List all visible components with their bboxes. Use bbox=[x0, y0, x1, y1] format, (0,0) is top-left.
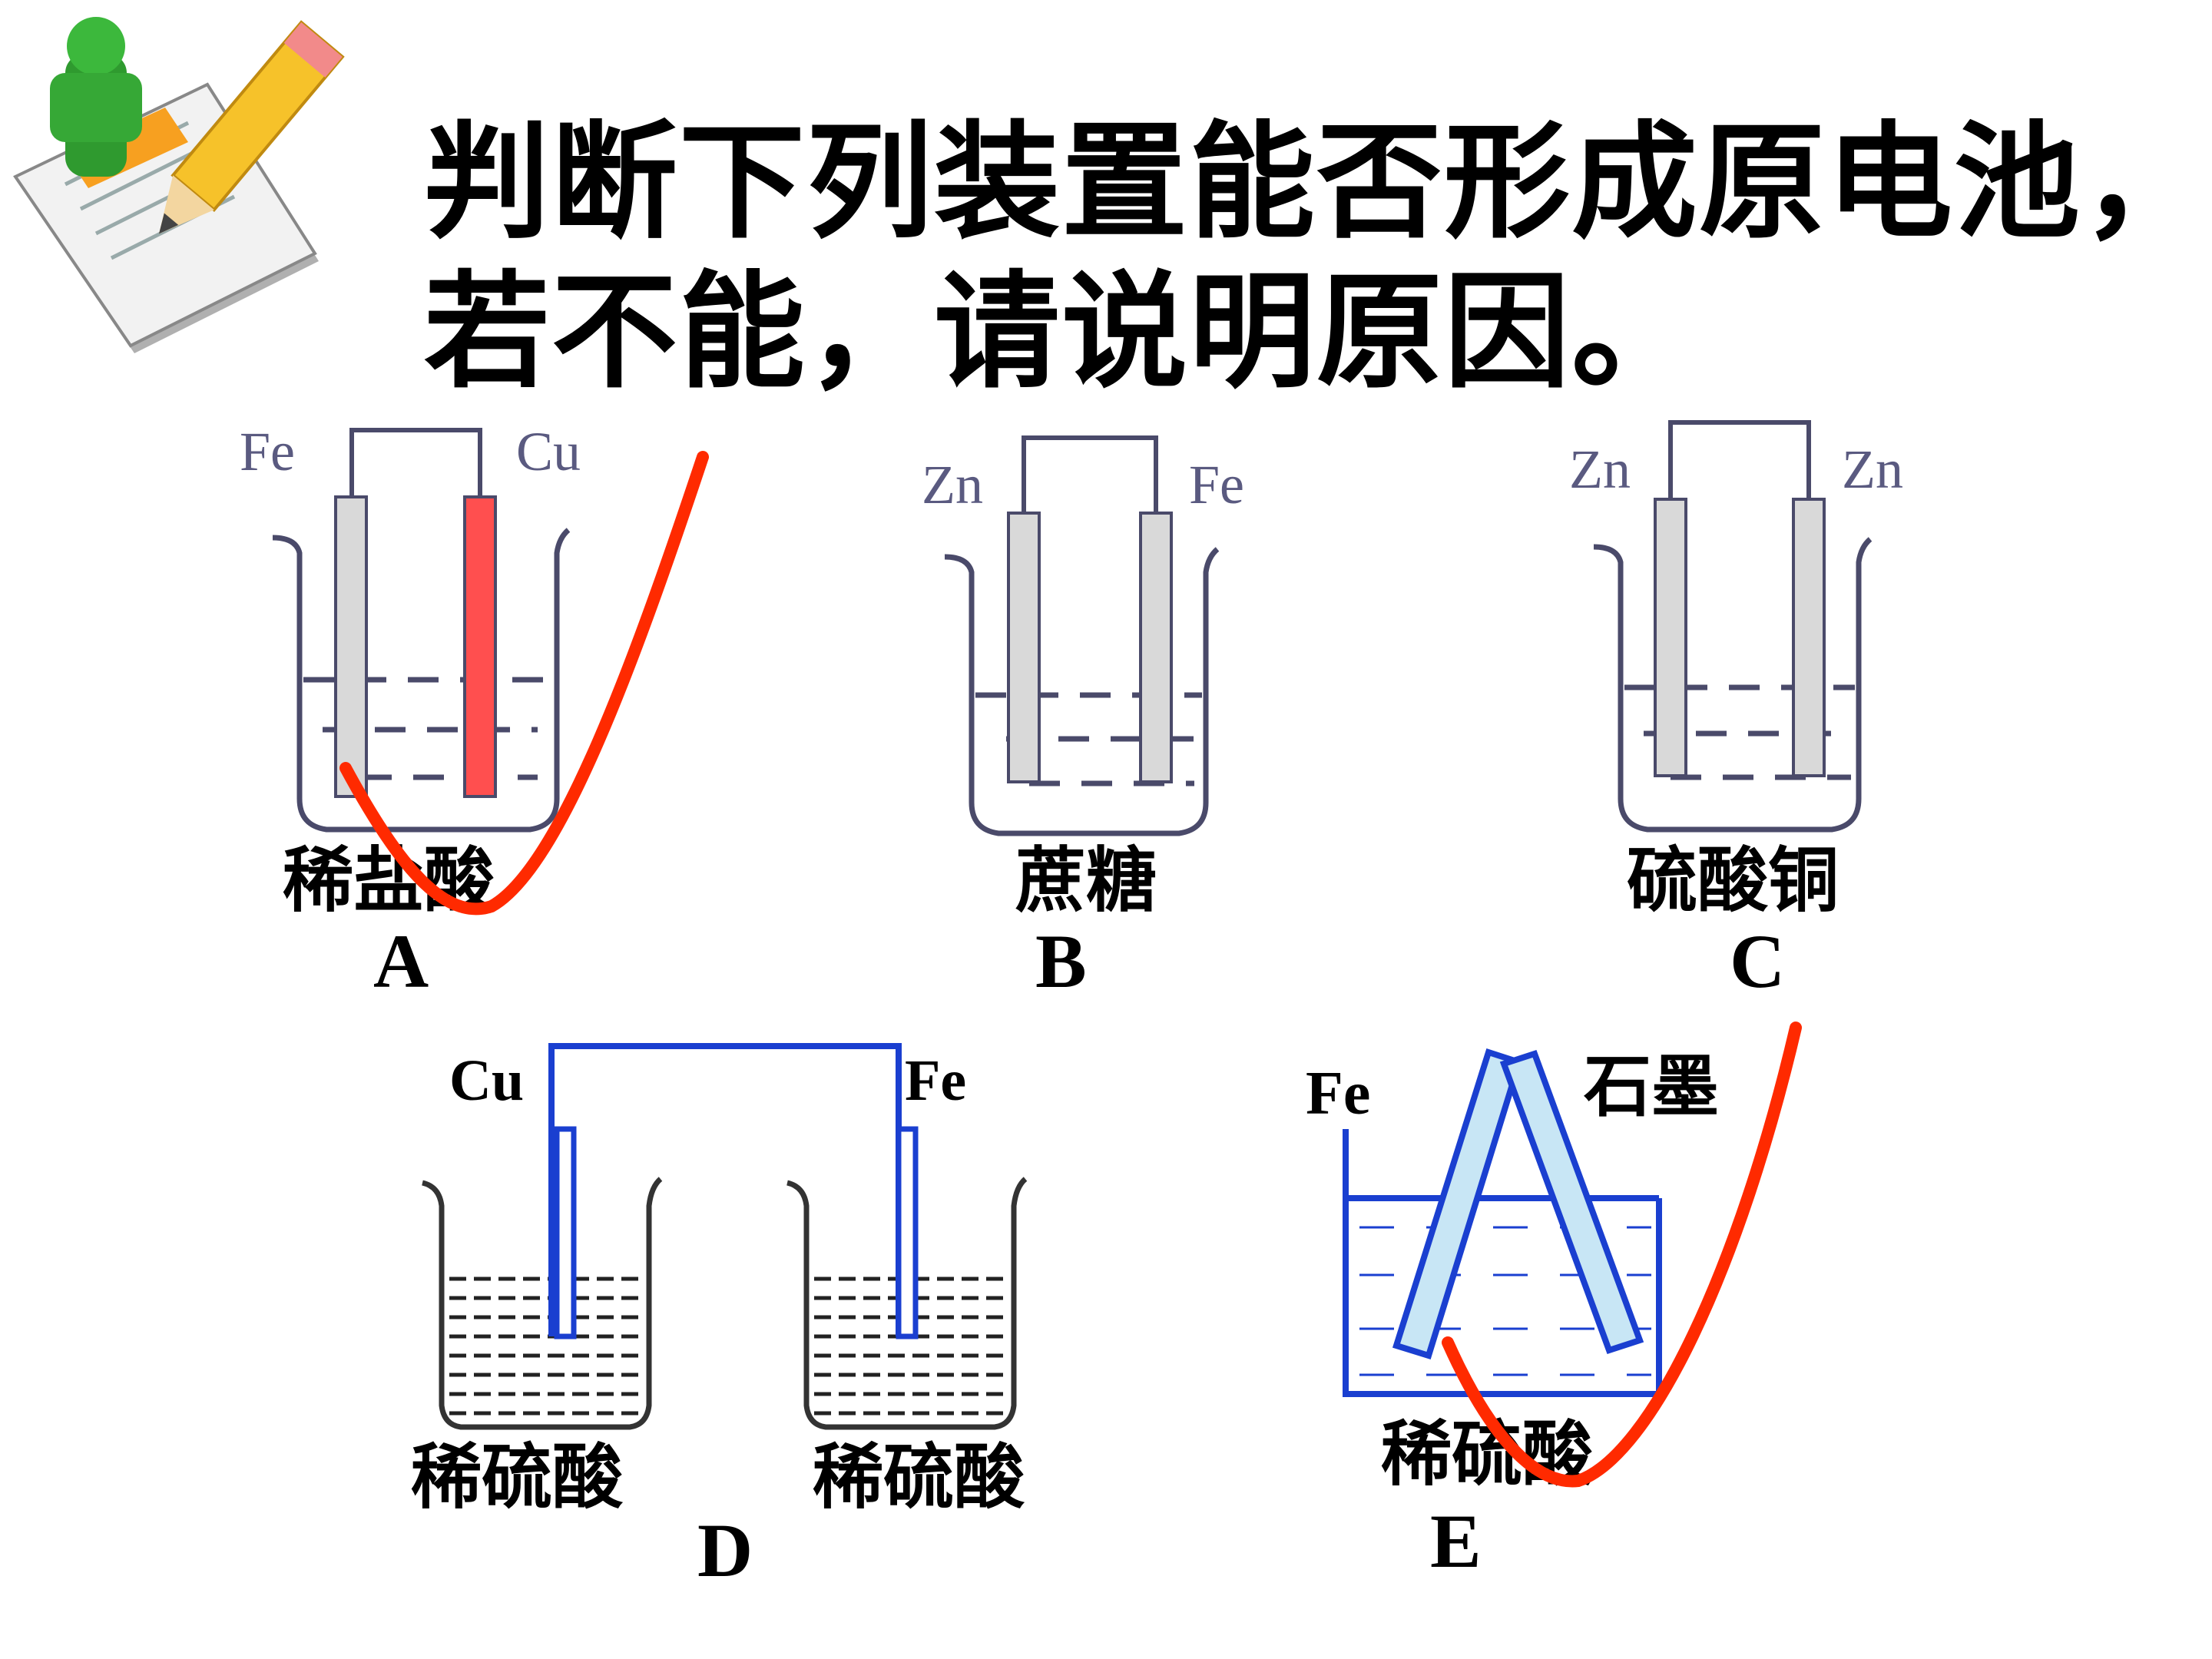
setup-label-e: E bbox=[1430, 1498, 1482, 1584]
fe-electrode-d bbox=[896, 1126, 919, 1339]
beaker-b bbox=[944, 547, 1220, 836]
electrode-label-cu-a: Cu bbox=[516, 421, 581, 482]
zn-electrode-c-left bbox=[1654, 498, 1687, 777]
electrode-label-fe-a: Fe bbox=[240, 421, 295, 482]
beaker-a bbox=[272, 528, 571, 833]
setup-b: Zn Fe 蔗糖 B bbox=[922, 435, 1244, 1004]
electrode-label-fe-e: Fe bbox=[1306, 1060, 1370, 1128]
electrode-label-zn-b: Zn bbox=[922, 454, 983, 515]
zn-electrode-c-right bbox=[1792, 498, 1826, 777]
container-e bbox=[1343, 1129, 1662, 1397]
wire-a bbox=[349, 428, 482, 499]
setup-e: Fe 石墨 稀硫酸 E bbox=[1306, 1022, 1802, 1584]
slide-title-line-1: 判断下列装置能否形成原电池， bbox=[424, 109, 2210, 256]
setup-d: Cu Fe 稀硫酸 稀硫酸 D bbox=[411, 1043, 1028, 1593]
graphite-electrode-e bbox=[1499, 1050, 1644, 1354]
solution-label-b: 蔗糖 bbox=[1015, 839, 1157, 922]
setup-a: Fe Cu 稀盐酸 A bbox=[240, 421, 709, 1004]
solution-label-d-right: 稀硫酸 bbox=[813, 1436, 1025, 1518]
beaker-c bbox=[1593, 537, 1873, 833]
teacher-notes-pencil-icon bbox=[13, 17, 345, 353]
setup-label-a: A bbox=[373, 919, 429, 1004]
setup-label-b: B bbox=[1035, 919, 1087, 1004]
electrode-label-cu-d: Cu bbox=[449, 1048, 524, 1113]
zn-electrode-b bbox=[1007, 512, 1041, 783]
wire-b bbox=[1022, 435, 1158, 515]
electrode-label-graphite-e: 石墨 bbox=[1584, 1047, 1719, 1126]
cu-electrode-a bbox=[463, 495, 497, 798]
electrode-label-fe-d: Fe bbox=[905, 1048, 966, 1113]
setup-label-d: D bbox=[697, 1508, 753, 1593]
beaker-d-left bbox=[422, 1177, 663, 1430]
solution-level-e bbox=[1359, 1226, 1651, 1376]
setup-c: Zn Zn 硫酸铜 C bbox=[1569, 420, 1903, 1004]
fe-electrode-a bbox=[334, 495, 368, 798]
electrode-label-fe-b: Fe bbox=[1189, 454, 1244, 515]
setup-label-c: C bbox=[1730, 919, 1785, 1004]
solution-level-a bbox=[303, 677, 553, 780]
wire-c bbox=[1668, 420, 1811, 503]
fe-electrode-b bbox=[1139, 512, 1173, 783]
slide-title-line-2: 若不能，请说明原因。 bbox=[424, 259, 1700, 406]
solution-label-c: 硫酸铜 bbox=[1627, 839, 1839, 922]
electrode-label-zn-c-left: Zn bbox=[1569, 439, 1631, 500]
cu-electrode-d bbox=[554, 1126, 577, 1339]
solution-label-d-left: 稀硫酸 bbox=[411, 1436, 624, 1518]
red-check-mark-a bbox=[339, 451, 709, 916]
electrode-label-zn-c-right: Zn bbox=[1842, 439, 1903, 500]
red-check-mark-e bbox=[1442, 1022, 1802, 1488]
fe-electrode-e bbox=[1392, 1048, 1523, 1360]
